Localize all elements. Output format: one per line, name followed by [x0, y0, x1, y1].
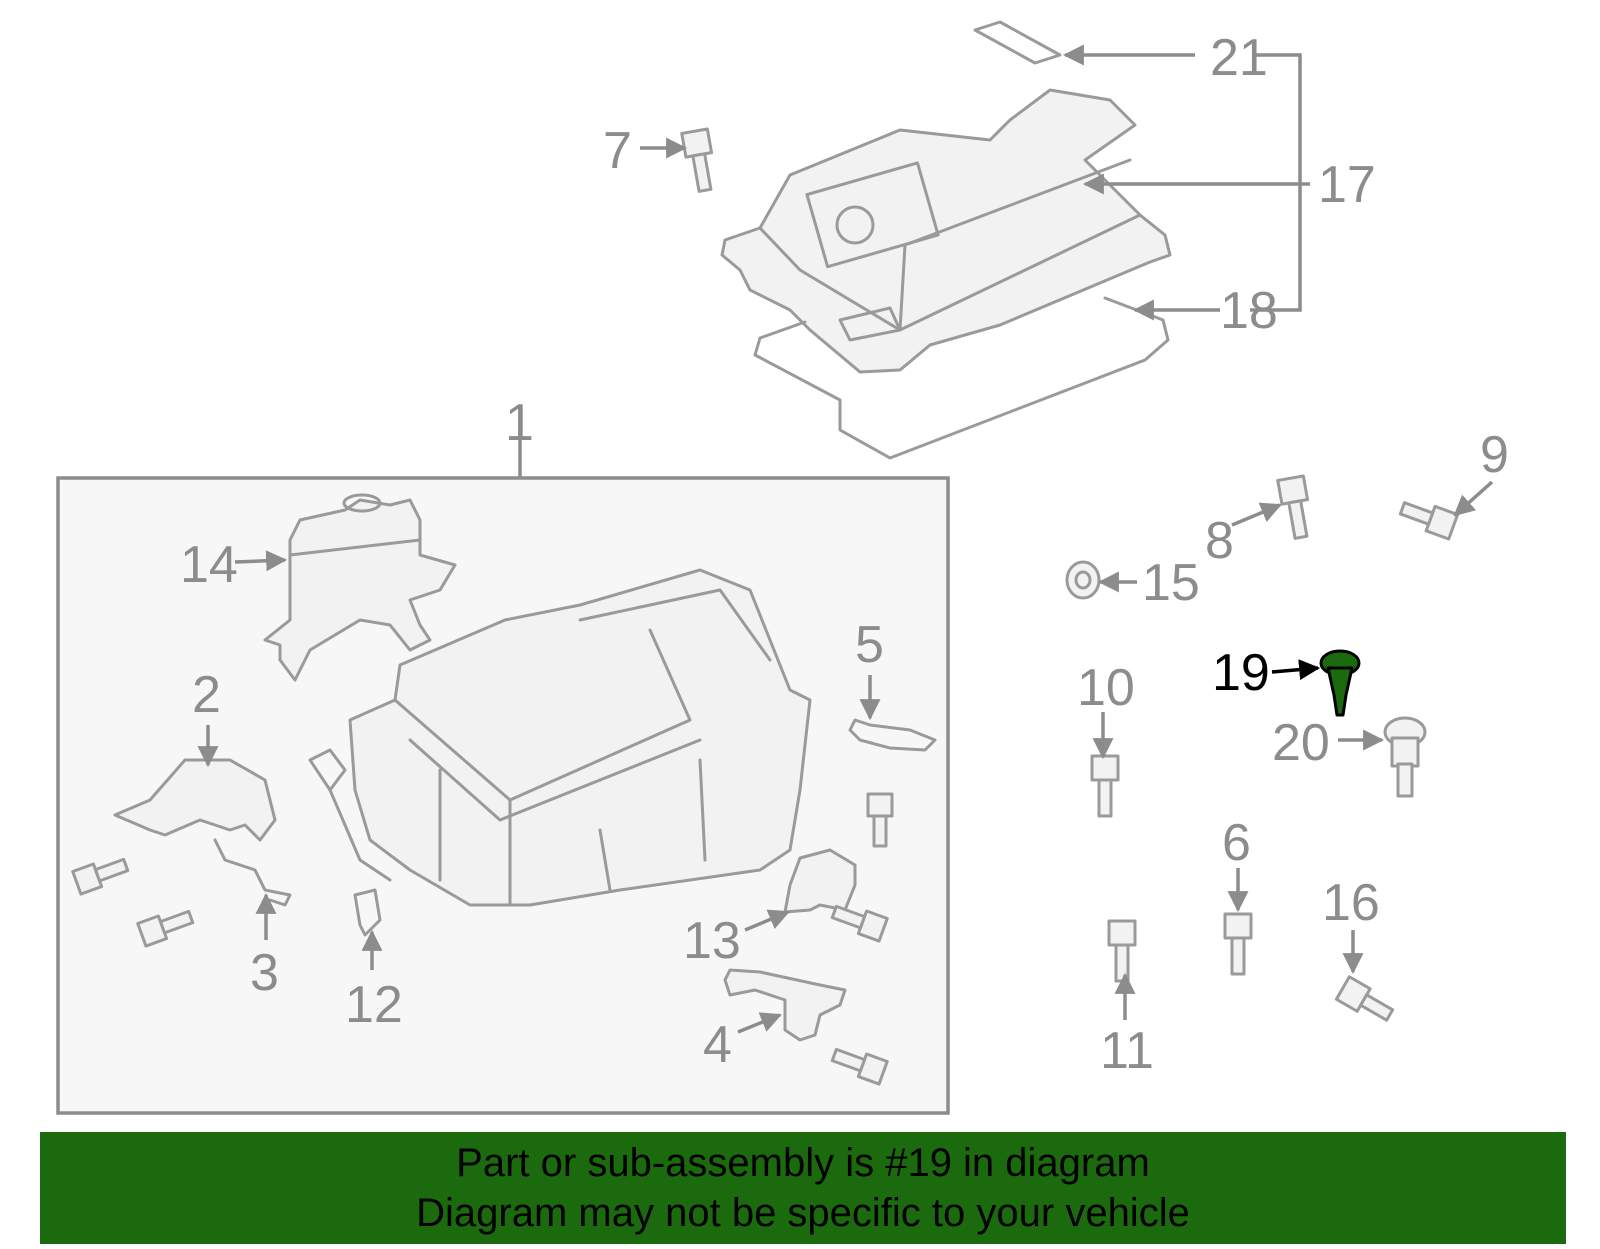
bracket-13 [783, 848, 857, 914]
callout-19: 19 [1212, 644, 1270, 702]
callout-12: 12 [345, 976, 403, 1034]
callout-3: 3 [250, 944, 279, 1002]
bolt-6 [1223, 912, 1253, 976]
callout-16: 16 [1322, 874, 1380, 932]
bracket-3 [213, 838, 292, 907]
callout-21: 21 [1210, 29, 1268, 87]
cover-gasket [753, 296, 1170, 460]
callout-17: 17 [1318, 156, 1376, 214]
washer-15 [1065, 560, 1101, 600]
bolt-20 [1383, 716, 1427, 798]
callout-5: 5 [855, 616, 884, 674]
callout-11: 11 [1100, 1022, 1154, 1080]
bracket-4 [723, 968, 847, 1042]
reservoir-tank [263, 493, 457, 682]
callout-15: 15 [1142, 554, 1200, 612]
callout-10: 10 [1077, 659, 1135, 717]
inverter-cover [720, 88, 1172, 374]
info-banner: Part or sub-assembly is #19 in diagram D… [40, 1132, 1566, 1244]
warning-label [973, 20, 1062, 65]
callout-4: 4 [703, 1016, 732, 1074]
callout-7: 7 [603, 122, 632, 180]
leader-lines [197, 44, 1494, 1034]
callout-14: 14 [180, 536, 238, 594]
screw-19-highlighted [1319, 649, 1361, 717]
bracket-2 [113, 758, 277, 842]
bolt-16 [1334, 975, 1395, 1022]
inverter-assembly [308, 568, 812, 907]
banner-line-part: Part or sub-assembly is #19 in diagram [456, 1141, 1150, 1185]
bracket-5 [848, 718, 937, 752]
callout-18: 18 [1220, 282, 1278, 340]
callout-1: 1 [505, 394, 534, 452]
bolt-10 [1090, 754, 1120, 818]
inner-bolts [71, 792, 894, 1086]
banner-line-disclaimer: Diagram may not be specific to your vehi… [416, 1191, 1190, 1235]
bolt-9 [1398, 501, 1460, 541]
bolt-8 [1276, 474, 1310, 540]
callout-6: 6 [1222, 814, 1251, 872]
bolt-11 [1107, 919, 1137, 983]
seal-12 [353, 888, 382, 937]
callout-13: 13 [683, 912, 741, 970]
callout-9: 9 [1480, 426, 1509, 484]
bolt-7 [680, 127, 714, 193]
callout-2: 2 [192, 666, 221, 724]
callout-20: 20 [1272, 714, 1330, 772]
callout-8: 8 [1205, 512, 1234, 570]
